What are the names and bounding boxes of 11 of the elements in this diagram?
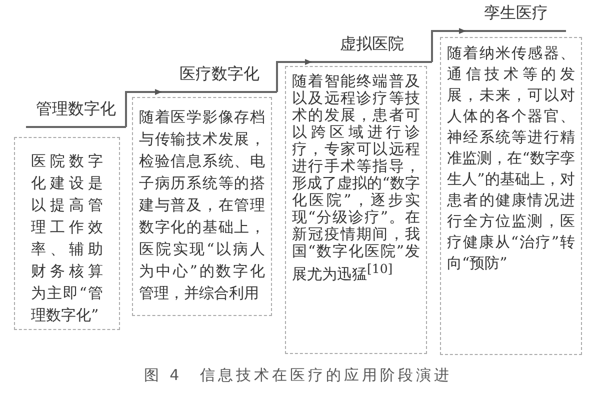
description-box: 随着纳米传感器、通信技术等的发展，未来，可以对人体的各个器官、神经系统等进行精准监测，在“数字孪生人”的基础上，对患者的健康情况进行全方位监测，医疗健康从“治疗”转向“预防” xyxy=(440,37,582,355)
stage-heading: 虚拟医院 xyxy=(312,33,432,63)
description-box: 医院数字化建设是以提高管理工作效率、辅助财务核算为主即“管理数字化” xyxy=(14,137,120,330)
figure-caption: 图 4 信息技术在医疗的应用阶段演进 xyxy=(142,366,454,385)
stage-heading: 孪生医疗 xyxy=(466,2,566,32)
description-box: 随着智能终端普及以及远程诊疗等技术的发展，患者可以跨区域进行诊疗，专家可以远程进行手术等指导，形成了虚拟的“数字化医院”，逐步实现“分级诊疗”。在新冠疫情期间，我国“数字化医院”发展尤为迅猛$^{[10]}$ xyxy=(285,66,427,354)
step-arrow xyxy=(431,28,466,62)
stage-heading: 医疗数字化 xyxy=(162,63,277,93)
description-box: 随着医学影像存档与传输技术发展，检验信息系统、电子病历系统等的搭建与普及，在管理数字化的基础上，医院实现“以病人为中心”的数字化管理，并综合利用 xyxy=(132,97,272,316)
step-arrow xyxy=(125,89,162,127)
stage-heading: 管理数字化 xyxy=(26,98,126,128)
